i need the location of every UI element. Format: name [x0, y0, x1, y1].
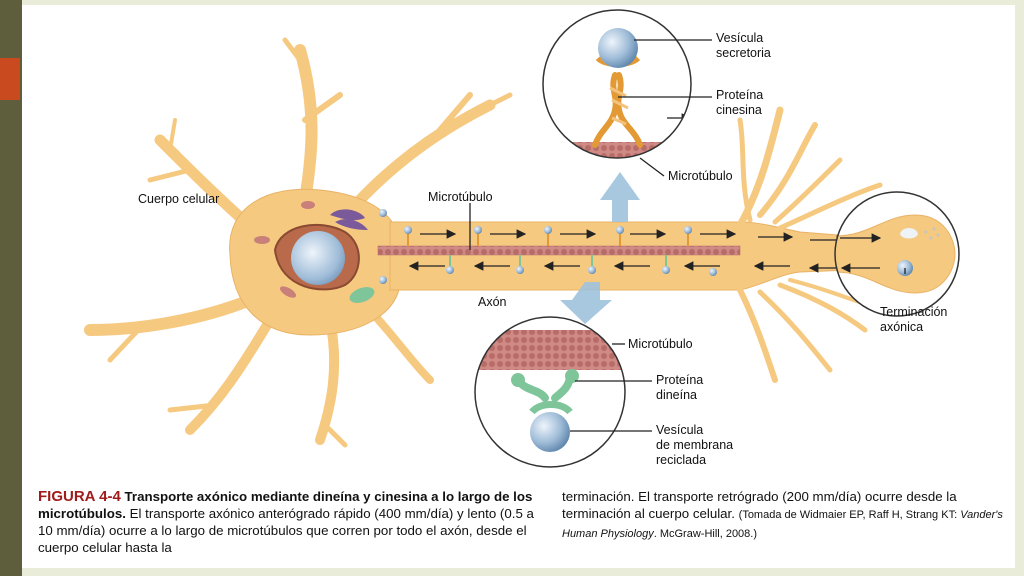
- kinesin-vesicles: [379, 209, 692, 246]
- dynein-inset: [474, 316, 626, 468]
- cell-body-label: Cuerpo celular: [138, 192, 219, 206]
- axon-label: Axón: [478, 295, 507, 309]
- axon-terminal-inset: [834, 191, 960, 317]
- slide-accent-bar: [0, 58, 20, 100]
- retrograde-arrows: [408, 261, 845, 273]
- kinesin-label-line2: cinesina: [716, 103, 762, 117]
- dynein-label-line2: dineína: [656, 388, 697, 402]
- leader-lines: [469, 39, 906, 432]
- bottom-microtubule-label: Microtúbulo: [628, 337, 693, 351]
- caption-body-left: El transporte axónico anterógrado rápido…: [38, 506, 534, 555]
- slide-frame-right: [1015, 0, 1024, 576]
- slide-frame-left: [0, 0, 22, 576]
- source-prefix: (Tomada de Widmaier EP, Raff H, Strang K…: [738, 509, 961, 521]
- caption-body-right: terminación. El transporte retrógrado (2…: [562, 489, 957, 521]
- source-suffix: . McGraw-Hill, 2008.): [653, 528, 758, 540]
- axon-microtubule-label: Microtúbulo: [428, 190, 493, 204]
- slide-frame-bottom: [22, 568, 1024, 576]
- dynein-vesicles: [379, 255, 717, 284]
- recycled-vesicle-label-line2: de membrana: [656, 438, 733, 452]
- slide-frame-top: [22, 0, 1024, 5]
- kinesin-inset: [542, 9, 692, 159]
- dynein-label-line1: Proteína: [656, 373, 703, 387]
- figure-caption-right: terminación. El transporte retrógrado (2…: [562, 488, 1012, 543]
- figure-number: FIGURA 4-4: [38, 488, 121, 505]
- organelles: [254, 201, 375, 303]
- figure-title: Transporte axónico mediante dineína y ci…: [38, 489, 533, 521]
- recycled-vesicle-label-line3: reciclada: [656, 453, 706, 467]
- figure-caption-left: FIGURA 4-4 Transporte axónico mediante d…: [38, 488, 543, 556]
- recycled-vesicle-label-line1: Vesícula: [656, 423, 703, 437]
- axon-terminal-label-line2: axónica: [880, 320, 923, 334]
- zoom-arrow-up: [600, 172, 640, 222]
- axon-microtubule: [377, 245, 741, 256]
- secretory-vesicle-label-line2: secretoria: [716, 46, 771, 60]
- axon-terminal-label-line1: Terminación: [880, 305, 947, 319]
- top-microtubule-label: Microtúbulo: [668, 169, 733, 183]
- caption-source: (Tomada de Widmaier EP, Raff H, Strang K…: [562, 509, 1003, 540]
- axon-terminal-branches: [736, 106, 883, 383]
- secretory-vesicle-label-line1: Vesícula: [716, 31, 763, 45]
- zoom-arrow-down: [560, 282, 612, 324]
- kinesin-label-line1: Proteína: [716, 88, 763, 102]
- source-title: Vander's Human Physiology: [562, 509, 1003, 540]
